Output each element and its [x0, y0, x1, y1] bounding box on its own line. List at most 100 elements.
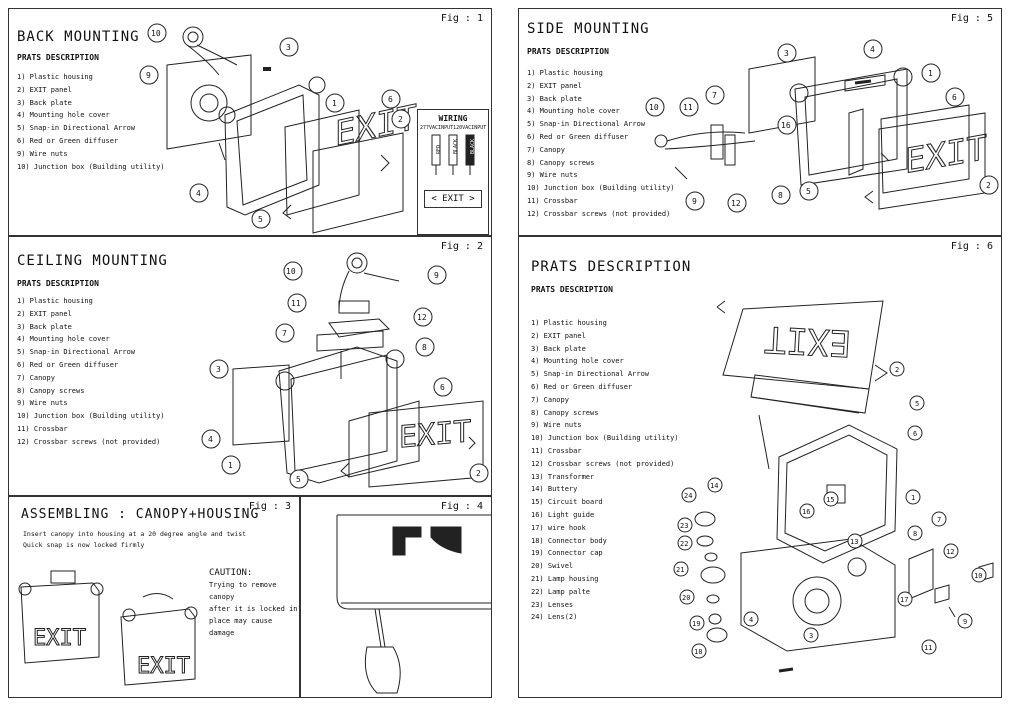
list-item: 14) Buttery — [531, 485, 578, 494]
exit-text: EXIT — [905, 128, 987, 182]
list-item: 11) Crossbar — [527, 196, 578, 205]
list-item: 5) Snap-in Directional Arrow — [17, 124, 136, 133]
callout-8: 8 — [422, 343, 427, 352]
callout-4: 4 — [196, 189, 201, 198]
list-item: 16) Light guide — [531, 510, 595, 519]
panel-assembling: Fig : 3 ASSEMBLING : CANOPY+HOUSING Inse… — [8, 496, 300, 698]
list-item: 6) Red or Green diffuser — [531, 382, 633, 391]
callout-2: 2 — [398, 115, 403, 124]
list-item: 9) Wire nuts — [17, 149, 68, 158]
list-item: 19) Connector cap — [531, 549, 603, 558]
list-item: 6) Red or Green diffuser — [17, 360, 119, 369]
callout-5: 5 — [296, 475, 301, 484]
panel-subtitle: PRATS DESCRIPTION — [17, 279, 99, 288]
figure-label: Fig : 3 — [248, 501, 291, 512]
ceiling-mounting-diagram: EXIT 10 9 11 12 7 8 3 6 4 1 5 2 — [201, 252, 489, 489]
callout-16: 16 — [802, 508, 810, 516]
panel-fig4: Fig : 4 — [300, 496, 492, 698]
list-item: 15) Circuit board — [531, 498, 603, 507]
callout-15: 15 — [826, 496, 834, 504]
list-item: 2) EXIT panel — [17, 309, 72, 318]
callout-12: 12 — [946, 548, 954, 556]
callout-9: 9 — [963, 618, 967, 626]
exit-text: EXIT — [33, 626, 86, 651]
list-item: 1) Plastic housing — [527, 69, 603, 77]
caution-title: CAUTION: — [209, 568, 253, 578]
callout-10: 10 — [974, 572, 982, 580]
list-item: 13) Transformer — [531, 472, 595, 481]
callout-10: 10 — [649, 103, 659, 112]
callout-11: 11 — [924, 644, 932, 652]
exit-text: EXIT — [399, 414, 471, 455]
caution-block: CAUTION: Trying to remove canopy after i… — [209, 567, 299, 639]
panel-title: ASSEMBLING : CANOPY+HOUSING — [21, 507, 260, 522]
callout-9: 9 — [692, 197, 697, 206]
callout-7: 7 — [937, 516, 941, 524]
list-item: 12) Crossbar screws (not provided) — [17, 437, 161, 446]
list-item: 3) Back plate — [17, 322, 72, 331]
instruction-line: Quick snap is now locked firmly — [23, 541, 145, 549]
list-item: 12) Crossbar screws (not provided) — [531, 459, 675, 468]
parts-list: 1) Plastic housing 2) EXIT panel 3) Back… — [531, 317, 679, 624]
list-item: 4) Mounting hole cover — [527, 107, 620, 116]
callout-20: 20 — [682, 594, 690, 602]
exit-mini-label: < EXIT > — [431, 194, 475, 204]
panel-subtitle: PRATS DESCRIPTION — [527, 47, 609, 56]
callout-5: 5 — [258, 215, 263, 224]
list-item: 8) Canopy screws — [17, 386, 85, 395]
callout-1: 1 — [228, 461, 233, 470]
callout-8: 8 — [913, 530, 917, 538]
callout-1: 1 — [928, 69, 933, 78]
callout-11: 11 — [291, 299, 301, 308]
callout-4: 4 — [870, 45, 875, 54]
side-mounting-diagram: EXIT 3 4 1 7 11 10 6 16 2 5 9 12 8 — [645, 39, 999, 213]
assembly-instruction: Insert canopy into housing at a 20 degre… — [23, 529, 246, 551]
list-item: 5) Snap-in Directional Arrow — [531, 370, 650, 379]
figure-label: Fig : 5 — [950, 13, 993, 24]
callout-6: 6 — [388, 95, 393, 104]
callout-4: 4 — [749, 616, 753, 624]
callout-12: 12 — [417, 313, 427, 322]
list-item: 20) Swivel — [531, 562, 574, 571]
list-item: 24) Lens(2) — [531, 613, 578, 622]
list-item: 9) Wire nuts — [531, 421, 582, 430]
list-item: 6) Red or Green diffuser — [527, 132, 629, 141]
voltage-120-label: 120VACINPUT — [453, 125, 487, 131]
callout-18: 18 — [694, 648, 702, 656]
figure-label: Fig : 2 — [440, 241, 483, 252]
callout-1: 1 — [911, 494, 915, 502]
caution-line: after it is locked in — [209, 605, 298, 613]
callout-16: 16 — [781, 121, 791, 130]
list-item: 6) Red or Green diffuser — [17, 136, 119, 145]
list-item: 5) Snap-in Directional Arrow — [527, 120, 646, 129]
callout-12: 12 — [731, 199, 741, 208]
list-item: 11) Crossbar — [531, 446, 582, 455]
list-item: 9) Wire nuts — [17, 399, 68, 408]
list-item: 18) Connector body — [531, 536, 607, 545]
callout-3: 3 — [286, 43, 291, 52]
exit-text: EXIT — [137, 654, 190, 679]
list-item: 3) Back plate — [531, 344, 586, 353]
list-item: 4) Mounting hole cover — [17, 111, 110, 120]
list-item: 10) Junction box (Building utility) — [531, 434, 679, 443]
list-item: 3) Back plate — [17, 98, 72, 107]
parts-list: 1) Plastic housing 2) EXIT panel 3) Back… — [17, 71, 165, 173]
panel-ceiling-mounting: Fig : 2 CEILING MOUNTING PRATS DESCRIPTI… — [8, 236, 492, 496]
list-item: 9) Wire nuts — [527, 171, 578, 180]
exploded-parts-diagram: EXIT 2 5 6 1 14 15 16 13 24 23 22 21 20 … — [673, 300, 994, 673]
callout-9: 9 — [146, 71, 151, 80]
callout-5: 5 — [806, 187, 811, 196]
callout-2: 2 — [476, 469, 481, 478]
callout-6: 6 — [952, 93, 957, 102]
list-item: 3) Back plate — [527, 94, 582, 103]
list-item: 1) Plastic housing — [17, 73, 93, 81]
callout-3: 3 — [784, 49, 789, 58]
callout-7: 7 — [282, 329, 287, 338]
callout-5: 5 — [915, 400, 919, 408]
exit-sign-mini: < EXIT > — [424, 190, 482, 208]
detail-diagram — [336, 514, 491, 694]
back-mounting-diagram: EXIT 10 3 9 1 6 2 4 5 — [139, 23, 417, 234]
voltage-277-label: 277VACINPUT — [420, 125, 454, 131]
panel-parts-description: Fig : 6 PRATS DESCRIPTION PRATS DESCRIPT… — [518, 236, 1002, 698]
list-item: 12) Crossbar screws (not provided) — [527, 209, 671, 218]
